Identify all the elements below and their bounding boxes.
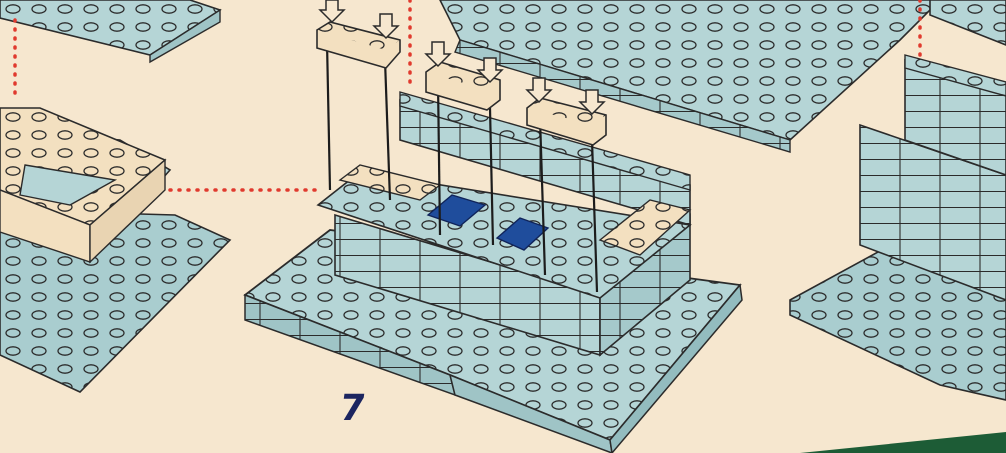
floating-plate-1: [316, 21, 401, 69]
main-assembly: [243, 91, 743, 453]
previous-assembly-top-left: [0, 0, 222, 64]
previous-assembly-top-right: [929, 0, 1006, 46]
previous-assembly-right: [789, 54, 1006, 401]
blue-tile-right: [495, 217, 550, 251]
insertion-pins: [325, 41, 599, 293]
page-corner: [800, 432, 1006, 453]
previous-assembly-top-center: [439, 0, 942, 153]
down-arrow-icon: [318, 0, 606, 116]
blue-tile-left: [426, 194, 487, 227]
previous-assembly-left: [0, 107, 232, 393]
guide-lines: [13, 0, 922, 192]
